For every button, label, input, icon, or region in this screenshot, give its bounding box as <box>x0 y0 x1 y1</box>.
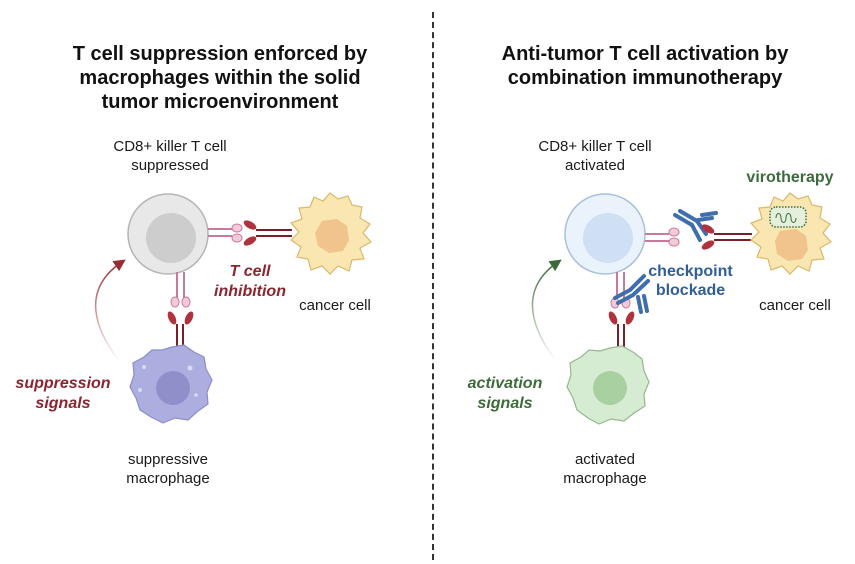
cancer-ligand <box>243 220 292 246</box>
activation-line-1: activation <box>467 375 543 392</box>
blockade-line-2: blockade <box>655 282 726 299</box>
inhibition-line-2: inhibition <box>214 283 286 300</box>
tcell-activated-line-2: activated <box>564 157 626 174</box>
left-title-line-3: tumor microenvironment <box>101 91 339 113</box>
cancer-cell-right-label: cancer cell <box>745 296 845 315</box>
macrophage-ligand-right <box>608 311 635 352</box>
tcell-suppressed-label: CD8+ killer T cell suppressed <box>90 137 250 175</box>
cancer-right-label-text: cancer cell <box>759 297 831 314</box>
checkpoint-blockade-label: checkpoint blockade <box>643 262 738 300</box>
activation-signals-label: activation signals <box>455 374 555 414</box>
tcell-activated-label: CD8+ killer T cell activated <box>515 137 675 175</box>
tcell-activated-receptor-right <box>645 227 680 247</box>
checkpoint-antibody-lower <box>613 274 650 314</box>
right-title-line-2: combination immunotherapy <box>507 67 783 89</box>
left-title-line-2: macrophages within the solid <box>79 67 361 89</box>
suppression-signals-label: suppression signals <box>8 374 118 414</box>
macrophage-line-1: suppressive <box>127 451 209 468</box>
activated-macrophage-line-2: macrophage <box>563 470 647 487</box>
tcell-label-line-2: suppressed <box>131 157 209 174</box>
suppressive-macrophage <box>129 344 213 424</box>
left-title-line-1: T cell suppression enforced by <box>72 43 368 65</box>
virotherapy-label: virotherapy <box>740 168 840 187</box>
tcell-suppressed <box>127 193 209 275</box>
virotherapy-text: virotherapy <box>746 169 834 186</box>
macrophage-line-2: macrophage <box>126 470 210 487</box>
right-title-line-1: Anti-tumor T cell activation by <box>501 43 789 65</box>
left-title: T cell suppression enforced by macrophag… <box>40 42 400 114</box>
tcell-label-line-1: CD8+ killer T cell <box>113 138 227 155</box>
cancer-ligand-right <box>701 224 752 250</box>
activation-line-2: signals <box>477 395 533 412</box>
blockade-line-1: checkpoint <box>648 263 733 280</box>
tcell-inhibition-label: T cell inhibition <box>205 262 295 302</box>
suppression-line-1: suppression <box>15 375 111 392</box>
inhibition-line-1: T cell <box>229 263 271 280</box>
checkpoint-antibody-right <box>673 209 718 242</box>
suppression-signal-arrow <box>95 259 126 363</box>
activated-macrophage-label: activated macrophage <box>550 450 660 488</box>
right-title: Anti-tumor T cell activation by combinat… <box>460 42 830 90</box>
cancer-cell-left-label: cancer cell <box>285 296 385 315</box>
panel-divider <box>432 12 434 560</box>
activation-signal-arrow <box>531 259 562 363</box>
cancer-cell-right <box>749 192 832 275</box>
macrophage-ligand-left <box>167 311 194 350</box>
activated-macrophage <box>566 345 650 425</box>
tcell-receptor-down <box>170 272 191 308</box>
cancer-cell-left <box>289 192 372 275</box>
tcell-activated <box>564 193 646 275</box>
virus-icon <box>769 206 807 228</box>
cancer-label-text: cancer cell <box>299 297 371 314</box>
tcell-activated-line-1: CD8+ killer T cell <box>538 138 652 155</box>
tcell-receptor-right <box>208 223 243 243</box>
activated-macrophage-line-1: activated <box>574 451 636 468</box>
suppression-line-2: signals <box>35 395 91 412</box>
suppressive-macrophage-label: suppressive macrophage <box>113 450 223 488</box>
